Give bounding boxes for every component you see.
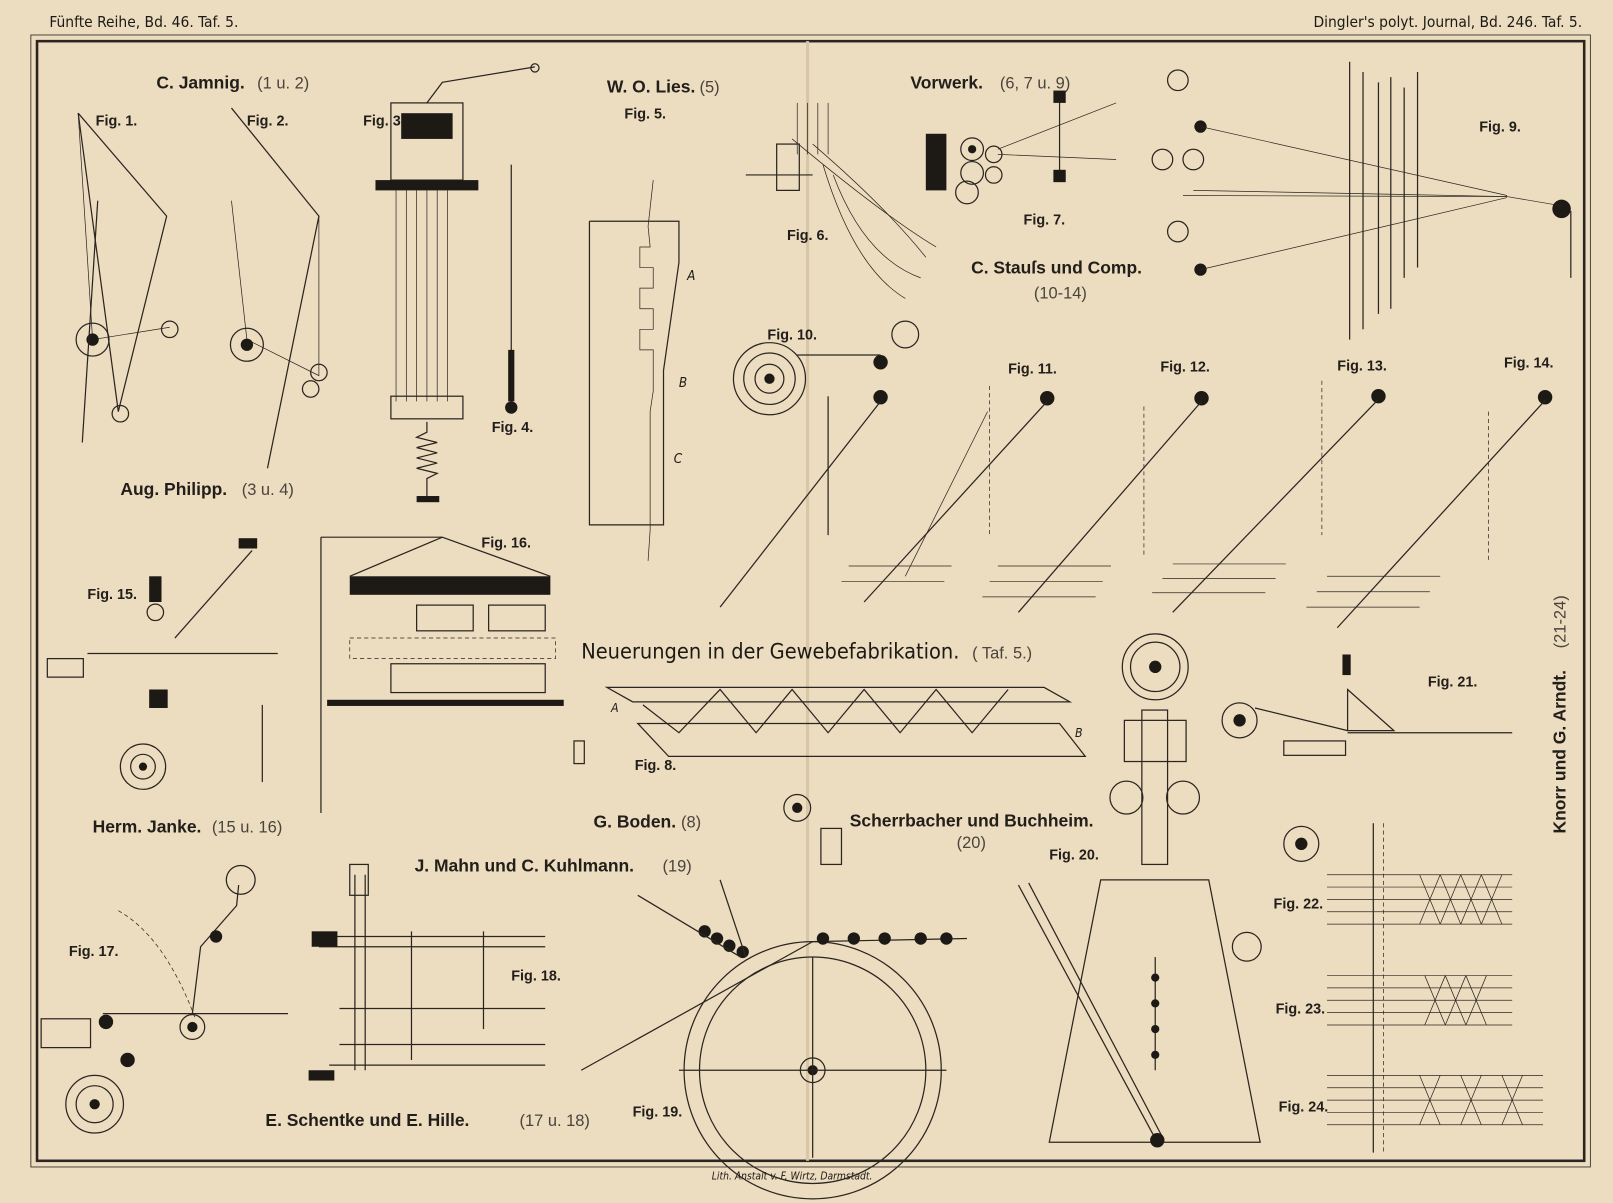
fig-16-drawing <box>261 536 585 813</box>
fig-6-drawing <box>745 102 937 299</box>
author-lies: W. O. Lies. <box>607 77 695 97</box>
fig-22-24-drawings <box>1327 823 1544 1153</box>
fig-15-drawing <box>46 538 278 790</box>
fig-16-label: Fig. 16. <box>481 535 531 551</box>
svg-text:C: C <box>674 452 683 467</box>
author-knorr-ref: (21-24) <box>1552 595 1570 648</box>
fig-13-drawing <box>1152 380 1386 613</box>
fig-8-drawing: A B <box>604 686 1087 757</box>
author-schentke: E. Schentke und E. Hille. <box>265 1110 469 1130</box>
author-stauss: C. Stauſs und Comp. <box>971 258 1142 278</box>
svg-text:B: B <box>679 376 687 391</box>
fig-13-label: Fig. 13. <box>1337 358 1387 374</box>
plate-title: Neuerungen in der Gewebefabrikation. <box>581 640 959 665</box>
author-lies-ref: (5) <box>700 79 720 97</box>
fig-10-drawing <box>719 320 920 608</box>
fig-5-label: Fig. 5. <box>624 106 666 122</box>
lithographer-credit: Lith. Anstalt v. F. Wirtz, Darmstadt. <box>712 1170 873 1182</box>
fig-9-label: Fig. 9. <box>1479 120 1521 136</box>
fig-14-label: Fig. 14. <box>1504 355 1554 371</box>
author-stauss-ref: (10-14) <box>1034 284 1087 302</box>
author-jamnig: C. Jamnig. <box>156 72 244 92</box>
fig-9-drawing <box>1151 61 1572 340</box>
fig-3-drawing <box>375 63 540 503</box>
fig-18-drawing <box>308 863 546 1081</box>
fig-3-label: Fig. 3. <box>363 114 405 130</box>
plate-border-outer <box>30 34 1591 1168</box>
fig-12-drawing <box>982 391 1209 613</box>
author-labels: C. Jamnig. (1 u. 2) W. O. Lies. (5) Vorw… <box>93 72 1570 1129</box>
fig-10-label: Fig. 10. <box>767 328 817 344</box>
header-left: Fünfte Reihe, Bd. 46. Taf. 5. <box>49 13 238 31</box>
fig-5-drawing: A B C <box>588 180 695 561</box>
fig-18-label: Fig. 18. <box>511 969 561 985</box>
author-vorwerk-ref: (6, 7 u. 9) <box>1000 74 1070 92</box>
fig-20-label: Fig. 20. <box>1049 847 1099 863</box>
author-janke-ref: (15 u. 16) <box>212 819 282 837</box>
author-mahn: J. Mahn und C. Kuhlmann. <box>415 856 634 876</box>
fig-1-label: Fig. 1. <box>96 114 138 130</box>
author-philipp-ref: (3 u. 4) <box>242 481 294 499</box>
author-scherrbacher-ref: (20) <box>957 834 986 852</box>
fig-17-drawing <box>40 864 289 1134</box>
fig-4-drawing <box>505 164 518 414</box>
svg-text:A: A <box>686 269 695 284</box>
fig-24-label: Fig. 24. <box>1279 1099 1329 1115</box>
plate-title-ref: ( Taf. 5.) <box>972 645 1032 663</box>
fig-20-drawing <box>1017 633 1262 1148</box>
author-boden-ref: (8) <box>681 813 701 831</box>
fig-19-label: Fig. 19. <box>633 1105 683 1121</box>
fig-4-label: Fig. 4. <box>492 420 534 436</box>
fig-19-drawing <box>580 793 967 1200</box>
fig-14-drawing <box>1306 390 1553 629</box>
fig-23-label: Fig. 23. <box>1276 1002 1326 1018</box>
author-mahn-ref: (19) <box>662 858 691 876</box>
fig-7-label: Fig. 7. <box>1024 212 1066 228</box>
author-jamnig-ref: (1 u. 2) <box>257 74 309 92</box>
fig-11-drawing <box>841 385 1055 603</box>
author-vorwerk: Vorwerk. <box>910 72 983 92</box>
fig-1-drawing <box>75 112 179 443</box>
fig-2-drawing <box>229 107 328 469</box>
fig-12-label: Fig. 12. <box>1160 359 1210 375</box>
author-scherrbacher: Scherrbacher und Buchheim. <box>850 810 1094 830</box>
author-janke: Herm. Janke. <box>93 817 202 837</box>
fig-7-drawing <box>925 90 1117 205</box>
fig-11-14-drawings <box>841 380 1553 629</box>
author-boden: G. Boden. <box>594 811 677 831</box>
svg-text:B: B <box>1075 726 1083 740</box>
svg-text:A: A <box>610 701 619 715</box>
author-philipp: Aug. Philipp. <box>120 479 227 499</box>
header-right: Dingler's polyt. Journal, Bd. 246. Taf. … <box>1313 13 1582 31</box>
author-knorr: Knorr und G. Arndt. <box>1550 670 1570 834</box>
author-schentke-ref: (17 u. 18) <box>519 1112 589 1130</box>
fig-15-label: Fig. 15. <box>87 587 137 603</box>
fig-21-drawing <box>1221 654 1513 862</box>
fig-17-label: Fig. 17. <box>69 944 119 960</box>
fig-21-label: Fig. 21. <box>1428 674 1478 690</box>
fig-6-label: Fig. 6. <box>787 228 829 244</box>
fig-22-label: Fig. 22. <box>1274 897 1324 913</box>
fig-11-label: Fig. 11. <box>1008 362 1057 378</box>
fig-8-label: Fig. 8. <box>635 758 677 774</box>
plate-border <box>35 39 1586 1163</box>
figure-labels: Fig. 1. Fig. 2. Fig. 3. Fig. 4. Fig. 5. … <box>69 106 1554 1120</box>
fig-2-label: Fig. 2. <box>247 114 289 130</box>
